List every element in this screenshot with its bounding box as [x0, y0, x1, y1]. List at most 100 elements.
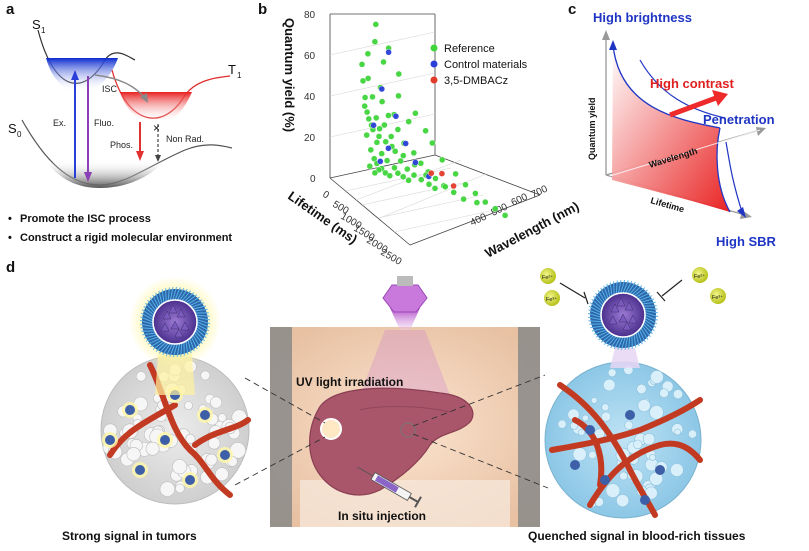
fe-ion-icon: [540, 268, 556, 284]
ligand-strand: [196, 319, 211, 325]
blood-cell: [659, 388, 669, 399]
blood-cell: [572, 447, 587, 462]
scatter-point-reference: [418, 176, 425, 183]
scatter-point-reference: [364, 75, 372, 82]
blood-cell: [624, 420, 634, 430]
ligand-strand: [194, 330, 205, 342]
crystal-shape: [160, 322, 170, 332]
scatter-point-control-materials: [385, 145, 392, 152]
s0-well-fill: [45, 160, 165, 188]
blood-cell: [636, 383, 647, 395]
blood-cell: [603, 378, 616, 392]
z-tick-400: 400: [469, 212, 489, 229]
ligand-strand: [622, 280, 629, 294]
scatter-point-3-5-dmbacz: [438, 170, 446, 177]
scatter-point-reference: [375, 133, 383, 140]
bullet-dot-1: •: [8, 213, 12, 225]
scatter-point-reference: [358, 61, 366, 68]
scatter-point-control-materials: [402, 140, 409, 147]
ligand-strand: [141, 309, 154, 318]
scatter-point-reference: [395, 70, 402, 78]
isc-label: ISC: [102, 84, 118, 94]
ligand-strand: [189, 299, 203, 307]
blood-cell: [578, 428, 586, 436]
ligand-strand: [642, 301, 656, 305]
ligand-strand: [142, 332, 156, 336]
ligand-strand: [617, 280, 622, 294]
ligand-strand: [638, 329, 646, 343]
ligand-strand: [593, 329, 607, 335]
legend-marker-control: [430, 60, 438, 68]
ligand-strand: [187, 339, 192, 354]
fe-ion-label-2: Fe³⁺: [546, 296, 557, 303]
scatter-point-reference: [501, 212, 509, 219]
inhibit-right: [661, 279, 683, 297]
bullet-dot-2: •: [8, 232, 12, 244]
scatter-point-reference: [432, 175, 439, 182]
ligand-strand: [172, 343, 178, 358]
y-tick-60: 60: [304, 51, 316, 62]
z-tick-700: 700: [530, 184, 550, 201]
blood-cell: [688, 429, 697, 439]
ligand-strand: [642, 323, 653, 335]
ligand-strand: [180, 342, 183, 357]
quench-beam: [610, 348, 640, 368]
ligand-strand: [167, 287, 170, 302]
high-contrast-label: High contrast: [650, 76, 734, 91]
contrast-arrow: [669, 95, 717, 118]
blood-cell: [642, 433, 656, 446]
crystal-shape: [618, 313, 628, 323]
scatter-point-reference: [460, 195, 467, 203]
ligand-strand: [637, 292, 651, 300]
crystal-shape: [174, 328, 184, 338]
c-axis-y-label: Quantum yield: [587, 97, 597, 160]
y-tick-80: 80: [304, 10, 316, 21]
ligand-strand: [179, 288, 188, 301]
blood-cell: [607, 368, 617, 378]
tumor-nanoparticle: [220, 450, 230, 460]
scatter-point-reference: [405, 177, 412, 184]
scatter-point-reference: [383, 157, 391, 164]
crystal-shape: [628, 314, 638, 324]
ligand-strand: [193, 332, 203, 345]
uv-beam: [390, 308, 420, 330]
crystal-shape: [622, 321, 632, 331]
ligand-strand: [192, 334, 201, 347]
c-axis-y-arrowhead: [602, 30, 610, 40]
ligand-strand: [176, 343, 181, 357]
ligand-strand: [624, 280, 633, 294]
ligand-strand: [147, 337, 161, 345]
ligand-strand: [185, 341, 189, 355]
ligand-strand: [165, 343, 174, 357]
isc-arrow: [94, 74, 146, 99]
tumor-cell: [200, 370, 211, 381]
inhibit-right-bar: [656, 291, 666, 302]
blood-nanoparticles: [570, 410, 665, 505]
scatter-point-reference: [364, 50, 372, 57]
scatter-point-reference: [381, 121, 388, 129]
ligand-strand: [196, 321, 210, 328]
scatter-point-reference: [442, 183, 449, 191]
inhibit-left: [559, 282, 586, 299]
c-wavelength-line: [609, 129, 761, 177]
blood-cell: [557, 419, 567, 429]
blood-cells: [557, 364, 697, 508]
ligand-strand: [620, 336, 626, 351]
ligand-strand: [189, 338, 195, 352]
scatter-point-reference: [410, 149, 417, 157]
liver-lobe-line: [359, 406, 451, 413]
tumor-nanoparticle: [135, 465, 145, 475]
ligand-strand: [643, 321, 655, 332]
ligand-strand: [644, 312, 659, 318]
np-left-crystals: [160, 304, 190, 338]
ligand-strand: [615, 280, 618, 295]
scatter-point-reference: [462, 181, 469, 188]
panel-c-label: c: [568, 1, 576, 18]
ligand-strand: [637, 331, 643, 345]
blood-cell: [619, 471, 628, 481]
scatter-point-control-materials: [412, 159, 419, 166]
ligand-strand: [600, 287, 608, 301]
ligand-strand: [191, 302, 205, 308]
ligand-strand: [620, 279, 626, 294]
ligand-strand: [609, 282, 613, 296]
